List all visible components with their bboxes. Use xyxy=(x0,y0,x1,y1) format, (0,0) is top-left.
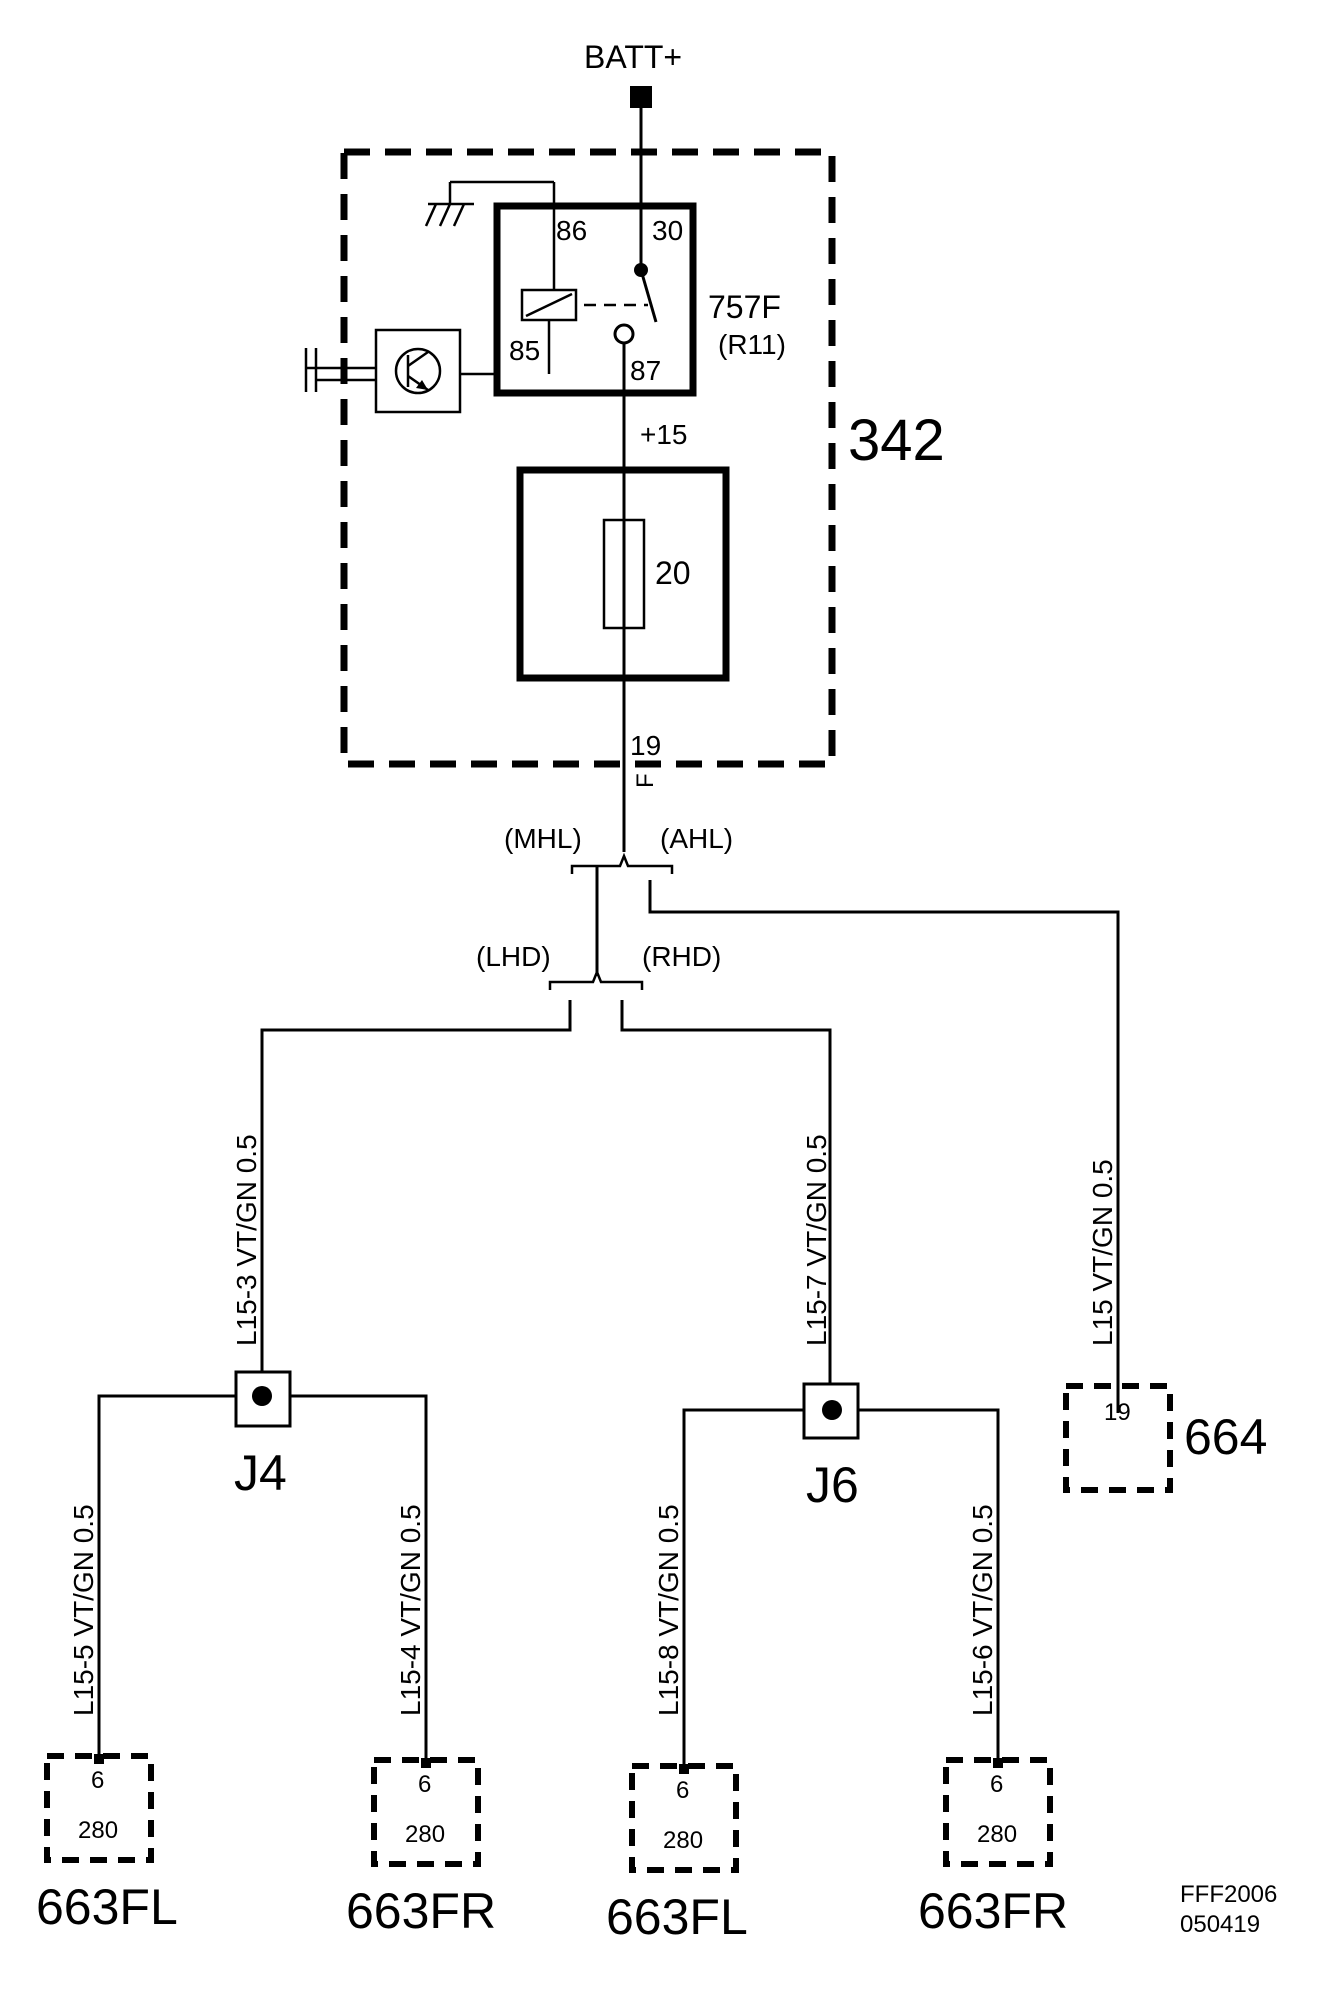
lhd-branch-wire xyxy=(260,1000,572,1394)
component-664-label: 664 xyxy=(1184,1409,1267,1465)
relay-switch-blade xyxy=(639,269,658,323)
circuit-15-label: +15 xyxy=(640,419,688,450)
component-663fl-2-label: 663FL xyxy=(606,1889,748,1945)
ground-icon xyxy=(424,180,554,227)
variant-brace-lower xyxy=(548,968,644,990)
component-663fr-1-terminal xyxy=(421,1758,431,1768)
transistor-icon xyxy=(394,347,442,395)
drawing-code: FFF2006 xyxy=(1180,1881,1277,1908)
component-663fr-1-label: 663FR xyxy=(346,1883,496,1939)
component-664-pin: 19 xyxy=(1104,1399,1131,1426)
component-663fr-2-connector xyxy=(943,1757,1053,1867)
wire-label-l15-8: L15-8 VT/GN 0.5 xyxy=(653,1504,684,1716)
relay-id-label: 757F xyxy=(708,289,781,325)
component-663fr-1-connector-id: 280 xyxy=(405,1821,445,1848)
wire-label-l15: L15 VT/GN 0.5 xyxy=(1087,1159,1118,1346)
component-663fl-1-label: 663FL xyxy=(36,1879,178,1935)
wire-label-l15-3: L15-3 VT/GN 0.5 xyxy=(231,1134,262,1346)
relay-coil-icon xyxy=(520,288,578,322)
batt-terminal xyxy=(630,86,652,108)
wire-label-l15-7: L15-7 VT/GN 0.5 xyxy=(801,1134,832,1346)
component-663fr-2-pin: 6 xyxy=(990,1771,1003,1798)
component-663fl-2-terminal xyxy=(679,1764,689,1774)
drawing-date: 050419 xyxy=(1180,1911,1260,1938)
component-663fr-1-pin: 6 xyxy=(418,1771,431,1798)
relay-pin-85-label: 85 xyxy=(509,335,540,366)
variant-rhd-label: (RHD) xyxy=(642,941,721,972)
module-342-label: 342 xyxy=(848,408,945,473)
fuse-rating-label: 20 xyxy=(655,555,691,591)
variant-mhl-label: (MHL) xyxy=(504,823,582,854)
component-663fl-2-connector-id: 280 xyxy=(663,1827,703,1854)
component-663fr-2-terminal xyxy=(993,1758,1003,1768)
variant-ahl-label: (AHL) xyxy=(660,823,733,854)
output-connector-label: F xyxy=(632,773,659,788)
junction-j4-label: J4 xyxy=(234,1445,287,1501)
junction-j4-node xyxy=(252,1386,272,1406)
relay-pin-87-label: 87 xyxy=(630,355,661,386)
component-663fl-1-connector-id: 280 xyxy=(78,1817,118,1844)
variant-lhd-label: (LHD) xyxy=(476,941,551,972)
component-663fr-2-label: 663FR xyxy=(918,1883,1068,1939)
relay-ref-label: (R11) xyxy=(718,329,786,360)
component-663fl-2-connector xyxy=(629,1763,739,1873)
component-663fl-2-pin: 6 xyxy=(676,1777,689,1804)
component-663fl-1-connector xyxy=(44,1753,154,1863)
junction-j6-label: J6 xyxy=(806,1457,859,1513)
junction-j6-node xyxy=(822,1400,842,1420)
component-663fr-2-connector-id: 280 xyxy=(977,1821,1017,1848)
batt-plus-label: BATT+ xyxy=(584,39,682,75)
relay-pin-30-label: 30 xyxy=(652,215,683,246)
rhd-branch-wire xyxy=(620,1000,832,1408)
wire-label-l15-6: L15-6 VT/GN 0.5 xyxy=(967,1504,998,1716)
relay-757f-housing xyxy=(493,202,697,397)
component-663fl-1-terminal xyxy=(94,1754,104,1764)
output-pin-label: 19 xyxy=(630,730,661,761)
variant-brace-upper xyxy=(570,852,674,874)
transistor-driver-box xyxy=(374,328,462,414)
wire-label-l15-5: L15-5 VT/GN 0.5 xyxy=(68,1504,99,1716)
ahl-branch-wire xyxy=(648,880,1120,1413)
component-664-connector xyxy=(1063,1383,1173,1493)
control-input-terminal-icon xyxy=(304,348,376,392)
relay-pin-86-label: 86 xyxy=(556,215,587,246)
module-342-boundary xyxy=(340,148,836,768)
relay-contact-87 xyxy=(613,323,635,345)
wire-label-l15-4: L15-4 VT/GN 0.5 xyxy=(395,1504,426,1716)
component-663fr-1-connector xyxy=(371,1757,481,1867)
component-663fl-1-pin: 6 xyxy=(91,1767,104,1794)
